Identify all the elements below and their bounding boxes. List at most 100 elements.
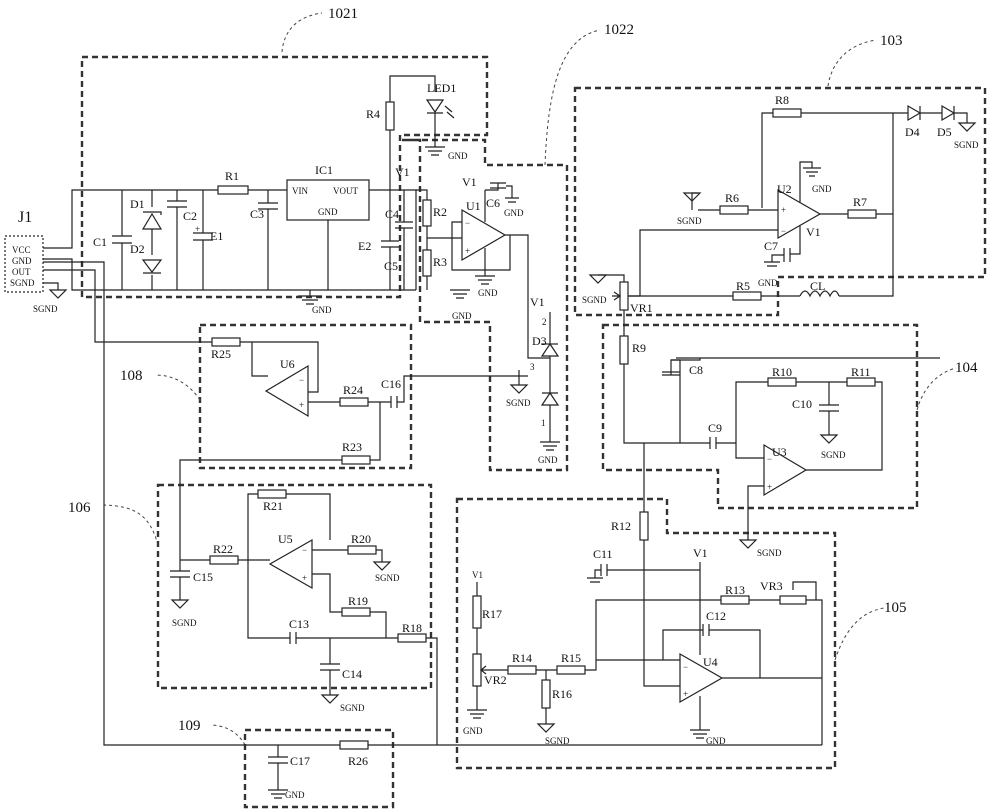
resistor-r14 bbox=[507, 665, 537, 675]
svg-text:+: + bbox=[767, 482, 772, 492]
opamp-u6 bbox=[264, 364, 309, 418]
opamp-u4 bbox=[679, 652, 724, 704]
svg-text:−: − bbox=[683, 662, 688, 672]
c6-gnd-label: GND bbox=[504, 208, 524, 218]
resistor-r21 bbox=[257, 489, 287, 499]
power-gnd-label: GND bbox=[312, 305, 332, 315]
led-gnd-label: GND bbox=[448, 151, 468, 161]
d3-gnd-label: GND bbox=[538, 455, 558, 465]
r26-label: R26 bbox=[348, 754, 368, 768]
pin-1-label: 1 bbox=[541, 418, 546, 428]
c7-gnd-label: GND bbox=[758, 278, 778, 288]
u3-label: U3 bbox=[772, 445, 787, 459]
u1-sgnd-label: SGND bbox=[506, 398, 531, 408]
label-103: 103 bbox=[880, 33, 903, 49]
u4-label: U4 bbox=[703, 655, 718, 669]
c16-label: C16 bbox=[381, 377, 401, 391]
r13-label: R13 bbox=[725, 583, 745, 597]
r16-label: R16 bbox=[552, 687, 572, 701]
j1-pin-sgnd: SGND bbox=[10, 278, 35, 288]
c10-sgnd-label: SGND bbox=[821, 450, 846, 460]
resistor-r13 bbox=[720, 595, 750, 605]
d4-label: D4 bbox=[905, 125, 920, 139]
r17-label: R17 bbox=[482, 607, 502, 621]
c17-label: C17 bbox=[290, 754, 310, 768]
r5-label: R5 bbox=[736, 279, 750, 293]
vr2-gnd-label: GND bbox=[463, 726, 483, 736]
u6-label: U6 bbox=[280, 357, 295, 371]
c14-label: C14 bbox=[342, 667, 362, 681]
label-108: 108 bbox=[120, 368, 143, 384]
led1-label: LED1 bbox=[427, 81, 456, 95]
filter-circuit: C8 C9 R10 R11 C10 SGND U3 − + SGND bbox=[662, 357, 940, 558]
opamp-u3 bbox=[763, 443, 808, 497]
resistor-r1 bbox=[217, 185, 249, 195]
resistor-r17 bbox=[472, 595, 482, 629]
u1-gnd-label: GND bbox=[478, 288, 498, 298]
resistor-r10 bbox=[767, 377, 797, 387]
opamp-u5 bbox=[268, 538, 313, 590]
pot-vr1 bbox=[619, 281, 629, 311]
block-103-outline bbox=[573, 86, 987, 317]
resistor-r11 bbox=[846, 377, 876, 387]
c11-label: C11 bbox=[593, 547, 613, 561]
c14-sgnd-label: SGND bbox=[340, 703, 365, 713]
r22-label: R22 bbox=[213, 542, 233, 556]
r19-label: R19 bbox=[348, 594, 368, 608]
c10-label: C10 bbox=[792, 397, 812, 411]
r7-label: R7 bbox=[853, 195, 867, 209]
resistor-r18 bbox=[397, 633, 427, 643]
svg-text:−: − bbox=[299, 375, 304, 385]
svg-text:−: − bbox=[767, 454, 772, 464]
u5-label: U5 bbox=[278, 532, 293, 546]
r11-label: R11 bbox=[851, 365, 871, 379]
u2-v1-label: V1 bbox=[806, 225, 821, 239]
r3-label: R3 bbox=[433, 255, 447, 269]
svg-text:−: − bbox=[781, 226, 786, 236]
r23-label: R23 bbox=[342, 440, 362, 454]
v1-node-label: V1 bbox=[395, 165, 410, 179]
u2-gnd-label: GND bbox=[812, 184, 832, 194]
j1-pin-out: OUT bbox=[12, 267, 31, 277]
r1-label: R1 bbox=[225, 169, 239, 183]
e2-label: E2 bbox=[358, 239, 371, 253]
c15-sgnd-label: SGND bbox=[172, 618, 197, 628]
gain-circuit: R12 V1 C11 R13 VR3 C12 U4 − + GND V1 R17 bbox=[368, 443, 823, 746]
opamp-u2 bbox=[777, 188, 822, 240]
svg-text:−: − bbox=[465, 218, 470, 228]
d2-label: D2 bbox=[130, 242, 145, 256]
r16-sgnd-label: SGND bbox=[545, 736, 570, 746]
resistor-r22 bbox=[209, 555, 239, 565]
ic1-name: IC1 bbox=[315, 163, 333, 177]
label-106: 106 bbox=[68, 500, 91, 516]
pin-3-label: 3 bbox=[530, 362, 535, 372]
r20-sgnd-label: SGND bbox=[375, 573, 400, 583]
j1-pin-gnd: GND bbox=[12, 256, 32, 266]
c12-label: C12 bbox=[706, 609, 726, 623]
u3-sgnd-label: SGND bbox=[757, 548, 782, 558]
svg-text:−: − bbox=[302, 545, 307, 555]
d3-v1-label: V1 bbox=[530, 295, 545, 309]
r12-label: R12 bbox=[611, 519, 631, 533]
r4-label: R4 bbox=[366, 107, 380, 121]
ic1-regulator bbox=[286, 179, 370, 221]
c1-label: C1 bbox=[93, 235, 107, 249]
r6-sgnd-label: SGND bbox=[677, 216, 702, 226]
resistor-r3 bbox=[422, 249, 432, 277]
svg-text:+: + bbox=[781, 205, 786, 215]
connector-j1-body bbox=[4, 235, 44, 293]
ic1-vout: VOUT bbox=[333, 186, 358, 196]
power-supply-circuit: C1 D1 D2 C2 + E1 R1 C3 IC1 VIN VOUT GND … bbox=[43, 75, 468, 746]
block-105-outline bbox=[455, 497, 837, 770]
resistor-r15 bbox=[556, 665, 586, 675]
resistor-r12 bbox=[639, 511, 649, 541]
resistor-r6 bbox=[719, 205, 749, 215]
u4-gnd-label: GND bbox=[706, 736, 726, 746]
e1-label: E1 bbox=[210, 229, 223, 243]
connector-j1-name: J1 bbox=[18, 209, 32, 226]
r24-label: R24 bbox=[343, 383, 363, 397]
r17-v1-label: V1 bbox=[472, 570, 483, 580]
u4-v1-label: V1 bbox=[693, 546, 708, 560]
u1-v1-label: V1 bbox=[462, 175, 477, 189]
